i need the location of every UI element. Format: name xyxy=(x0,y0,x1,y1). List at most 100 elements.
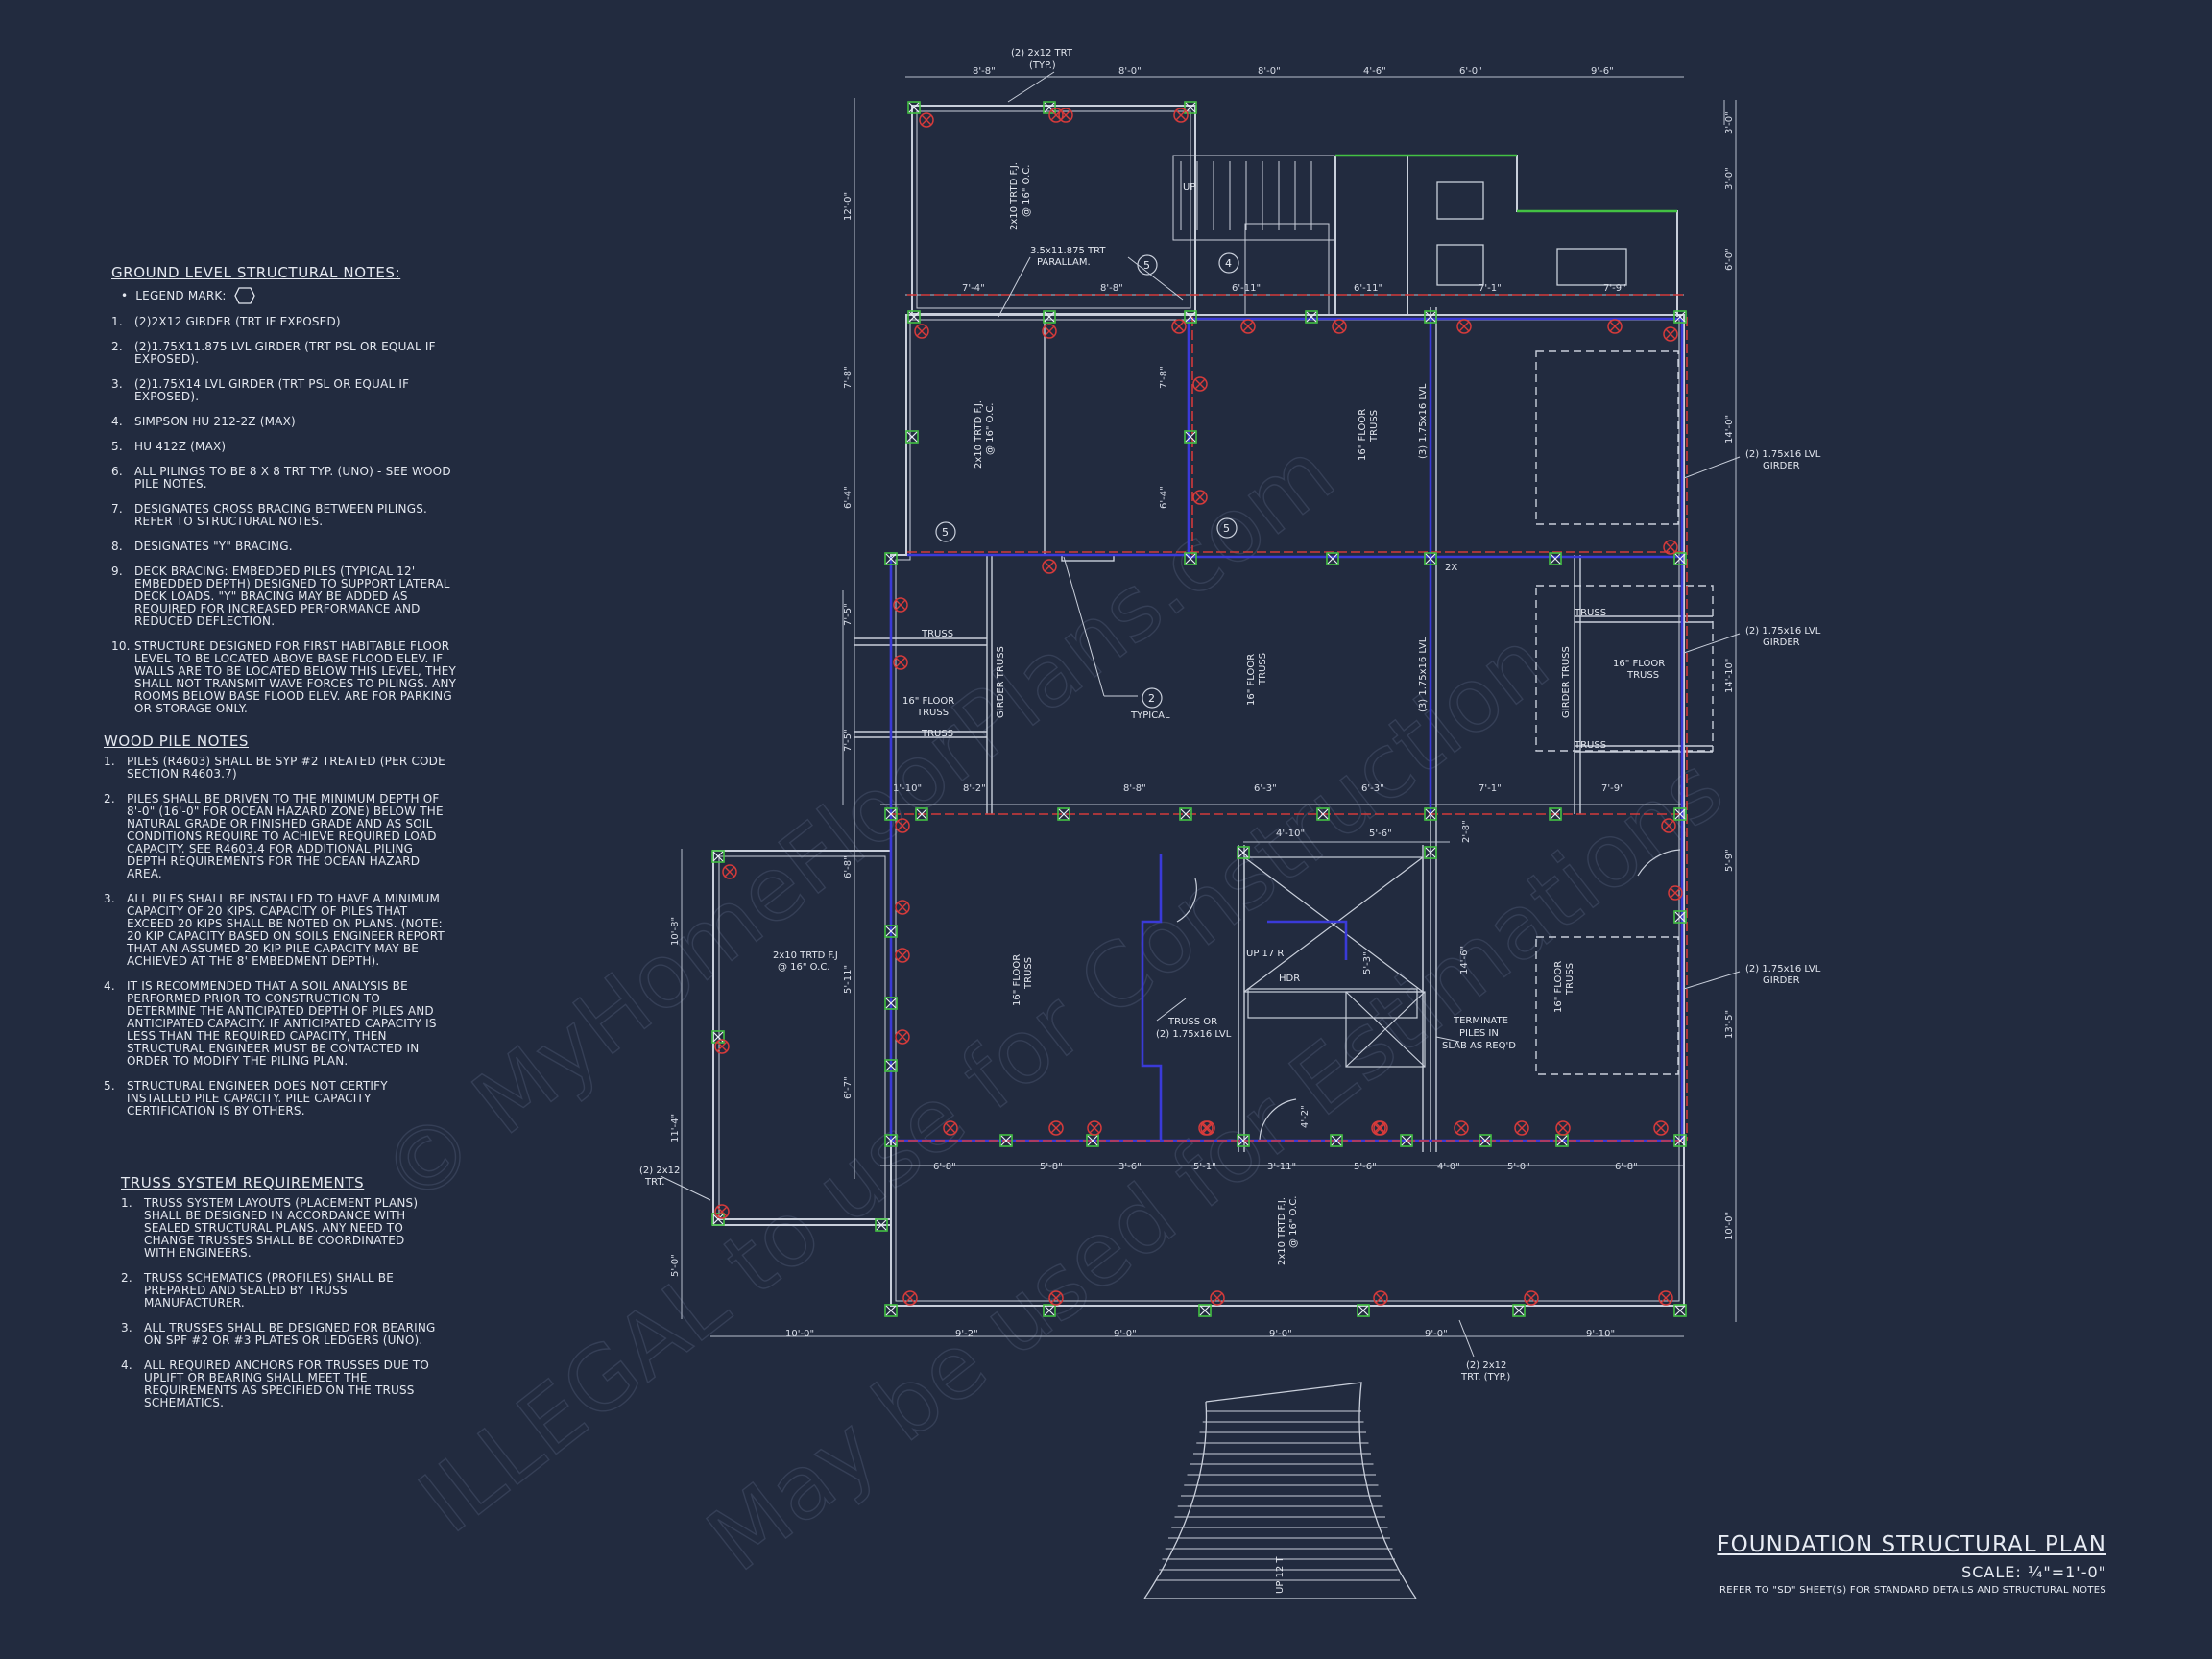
svg-text:@ 16" O.C.: @ 16" O.C. xyxy=(1022,165,1032,218)
ground-note-4: 4.SIMPSON HU 212-2Z (MAX) xyxy=(111,415,296,428)
y-bracing-icon xyxy=(895,948,910,963)
dimension-dims_row4-2: 5'-6" xyxy=(1369,829,1392,839)
dimension-dims_left-4: 7'-5" xyxy=(843,603,854,626)
dimension-dims_row3-7: 7'-9" xyxy=(1601,783,1624,794)
pile-cross-brace-icon xyxy=(1424,310,1437,324)
front-entry-stair xyxy=(1143,1382,1417,1599)
ground-note-2: 2.(2)1.75x11.875 LVL GIRDER (TRT PSL OR … xyxy=(111,340,436,366)
floor-truss-label-6: 16" FLOOR xyxy=(1553,961,1564,1013)
lvl-label-2: (3) 1.75x16 LVL xyxy=(1418,637,1429,712)
pile-cross-brace-icon xyxy=(1673,910,1687,924)
callout-leaders xyxy=(660,71,1741,1358)
pile-cross-brace-icon xyxy=(884,1059,898,1072)
pile-cross-brace-icon xyxy=(1237,846,1250,859)
dimension-dims_far_left-1: 10'-8" xyxy=(670,917,681,946)
pile-cross-brace-icon xyxy=(711,850,725,863)
ground-note-10: 10.STRUCTURE DESIGNED FOR FIRST HABITABL… xyxy=(111,639,457,715)
title-block: FOUNDATION STRUCTURAL PLAN SCALE: ¼"=1'-… xyxy=(1717,1532,2106,1596)
dimension-dims_inner-4: 5'-3" xyxy=(1362,951,1373,974)
y-bracing-icon xyxy=(1663,326,1678,342)
y-bracing-icon xyxy=(714,1039,730,1054)
ground-note-9: 9.DECK BRACING: EMBEDDED PILES (TYPICAL … xyxy=(111,565,450,628)
lvl-girder-1: (2) 1.75x16 LVL xyxy=(1745,449,1821,460)
pile-cross-brace-icon xyxy=(999,1134,1013,1147)
floor-truss-label-1: 16" FLOOR xyxy=(1358,409,1368,461)
joist-label-left: 2x10 TRTD F.J xyxy=(773,950,838,961)
y-bracing-icon xyxy=(895,818,910,833)
ground-note-3: 3.(2)1.75x14 LVL GIRDER (TRT PSL OR EQUA… xyxy=(111,377,410,403)
dimension-dims_row5-9: 6'-8" xyxy=(1615,1162,1638,1172)
pile-cross-brace-icon xyxy=(1330,1134,1343,1147)
wood-note-1: 1.PILES (R4603) SHALL BE SYP #2 TREATED … xyxy=(104,755,445,781)
y-bracing-icon xyxy=(1042,559,1057,574)
truss-label-c: TRUSS xyxy=(1574,608,1606,618)
y-bracing-icon xyxy=(1373,1120,1388,1136)
dimension-dims_bottom-4: 9'-0" xyxy=(1269,1329,1292,1339)
svg-text:PILES IN: PILES IN xyxy=(1459,1028,1499,1039)
svg-text:GIRDER: GIRDER xyxy=(1763,461,1800,471)
pile-cross-brace-icon xyxy=(1043,310,1056,324)
dimension-dims_row5-4: 5'-1" xyxy=(1193,1162,1216,1172)
red-girders xyxy=(891,294,1688,1142)
y-bracing-icon xyxy=(1210,1290,1225,1306)
y-bracing-icon xyxy=(914,324,929,339)
pile-cross-brace-icon xyxy=(1237,1134,1250,1147)
y-bracing-icon xyxy=(1048,1290,1064,1306)
center-stair xyxy=(1176,849,1681,1143)
pile-cross-brace-icon xyxy=(884,1134,898,1147)
y-bracing-icon xyxy=(919,112,934,128)
y-bracing-icon xyxy=(1192,490,1208,505)
y-bracing-icon xyxy=(1042,324,1057,339)
watermark: © MyHomeFloorPlans.com ILLEGAL to use fo… xyxy=(362,421,1743,1592)
dimension-dims_row2-3: 6'-11" xyxy=(1232,283,1261,294)
dimension-dims_row3-6: 7'-1" xyxy=(1479,783,1502,794)
pile-cross-brace-icon xyxy=(1424,552,1437,565)
dimension-dims_inner-3: 2'-8" xyxy=(1461,820,1472,843)
typical-label: TYPICAL xyxy=(1130,710,1170,721)
stair-up-17r: UP 17 R xyxy=(1246,949,1284,959)
svg-text:PARALLAM.: PARALLAM. xyxy=(1037,257,1091,268)
dimension-dims_top-2: 8'-0" xyxy=(1118,66,1142,77)
tag-2x: 2X xyxy=(1445,563,1457,573)
dimension-dims_right-3: 6'-0" xyxy=(1724,248,1735,271)
dimension-dims_right-1: 3'-0" xyxy=(1724,111,1735,134)
y-bracing-icon xyxy=(895,900,910,915)
pile-cross-brace-icon xyxy=(1673,1134,1687,1147)
pile-cross-brace-icon xyxy=(875,1218,888,1232)
pile-cross-brace-icon xyxy=(1424,807,1437,821)
truss-or-lvl: TRUSS OR xyxy=(1167,1017,1217,1027)
dimension-dims_left-2: 7'-8" xyxy=(843,366,854,389)
joist-label-mid: 2x10 TRTD F.J. xyxy=(974,400,984,469)
ground-level-structural-notes: GROUND LEVEL STRUCTURAL NOTES: • LEGEND … xyxy=(111,266,457,728)
dimension-dims_row5-8: 5'-0" xyxy=(1507,1162,1530,1172)
ground-note-7: 7.DESIGNATES CROSS BRACING BETWEEN PILIN… xyxy=(111,502,428,528)
y-bracing-icon xyxy=(1087,1120,1102,1136)
dimension-dims_right-5: 14'-10" xyxy=(1724,659,1735,693)
svg-text:GIRDER: GIRDER xyxy=(1763,637,1800,648)
pile-cross-brace-icon xyxy=(711,1213,725,1226)
ground-note-1: 1.(2)2X12 GIRDER (TRT IF EXPOSED) xyxy=(111,315,341,328)
pile-cross-brace-icon xyxy=(1673,1304,1687,1317)
wood-pile-notes: WOOD PILE NOTES 1.PILES (R4603) SHALL BE… xyxy=(104,734,449,1130)
wood-note-4: 4.IT IS RECOMMENDED THAT A SOIL ANALYSIS… xyxy=(104,979,437,1068)
truss-note-2: 2.TRUSS SCHEMATICS (PROFILES) SHALL BE P… xyxy=(121,1271,394,1310)
y-bracing-icon xyxy=(893,655,908,670)
blue-beams xyxy=(889,317,1684,1142)
dimension-dims_far_left-3: 5'-0" xyxy=(670,1254,681,1277)
y-bracing-icon xyxy=(1456,319,1472,334)
dimension-dims_row2-6: 7'-9" xyxy=(1603,283,1626,294)
dimension-dims_row3-3: 8'-8" xyxy=(1123,783,1146,794)
dimension-dims_row5-2: 5'-8" xyxy=(1040,1162,1063,1172)
svg-text:TRUSS: TRUSS xyxy=(916,708,949,718)
pile-cross-brace-icon xyxy=(884,552,898,565)
front-stair-up-label: UP 12 T xyxy=(1275,1556,1286,1594)
terminate-piles-note: TERMINATE xyxy=(1453,1016,1508,1026)
y-bracing-icon xyxy=(1048,1120,1064,1136)
svg-text:TRUSS: TRUSS xyxy=(1565,963,1575,996)
marker-5-left: 5 xyxy=(935,521,956,542)
y-bracing-icon xyxy=(1200,1120,1215,1136)
hexagon-legend-icon xyxy=(233,287,255,304)
y-bracing-icon xyxy=(1514,1120,1529,1136)
truss-note-4: 4.ALL REQUIRED ANCHORS FOR TRUSSES DUE T… xyxy=(121,1358,430,1409)
dimension-dims_row2-4: 6'-11" xyxy=(1354,283,1382,294)
